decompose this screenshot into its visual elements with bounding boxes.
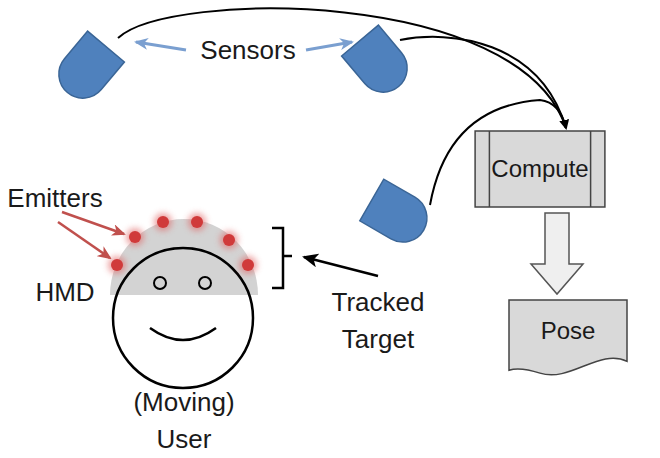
eye bbox=[199, 277, 211, 289]
block-arrow bbox=[531, 213, 583, 294]
bracket bbox=[272, 228, 292, 288]
node-text: Pose bbox=[541, 317, 596, 345]
leader-arrow bbox=[58, 222, 110, 258]
target-label: Tracked Target bbox=[310, 284, 446, 358]
hmd-shape bbox=[110, 219, 258, 295]
leader-arrow bbox=[306, 42, 352, 50]
leader-arrow bbox=[304, 257, 378, 276]
node-text: Compute bbox=[491, 155, 588, 183]
sensor-symbol bbox=[342, 25, 417, 102]
hmd-label: HMD bbox=[22, 274, 108, 311]
user-face bbox=[113, 248, 253, 388]
user-label: (Moving) User bbox=[116, 384, 252, 458]
leader-arrow bbox=[136, 42, 186, 50]
sensors-label: Sensors bbox=[186, 32, 310, 69]
emitters-label: Emitters bbox=[0, 180, 116, 217]
eye bbox=[154, 277, 166, 289]
emitter-dots bbox=[108, 213, 257, 274]
sensor-symbol bbox=[360, 179, 436, 251]
process-box: Compute bbox=[474, 130, 606, 208]
sensor-wire bbox=[400, 37, 566, 128]
sensor-symbol bbox=[49, 31, 124, 108]
document-shape: Pose bbox=[508, 299, 628, 377]
smile bbox=[150, 328, 216, 340]
sensor-wire bbox=[118, 8, 566, 128]
